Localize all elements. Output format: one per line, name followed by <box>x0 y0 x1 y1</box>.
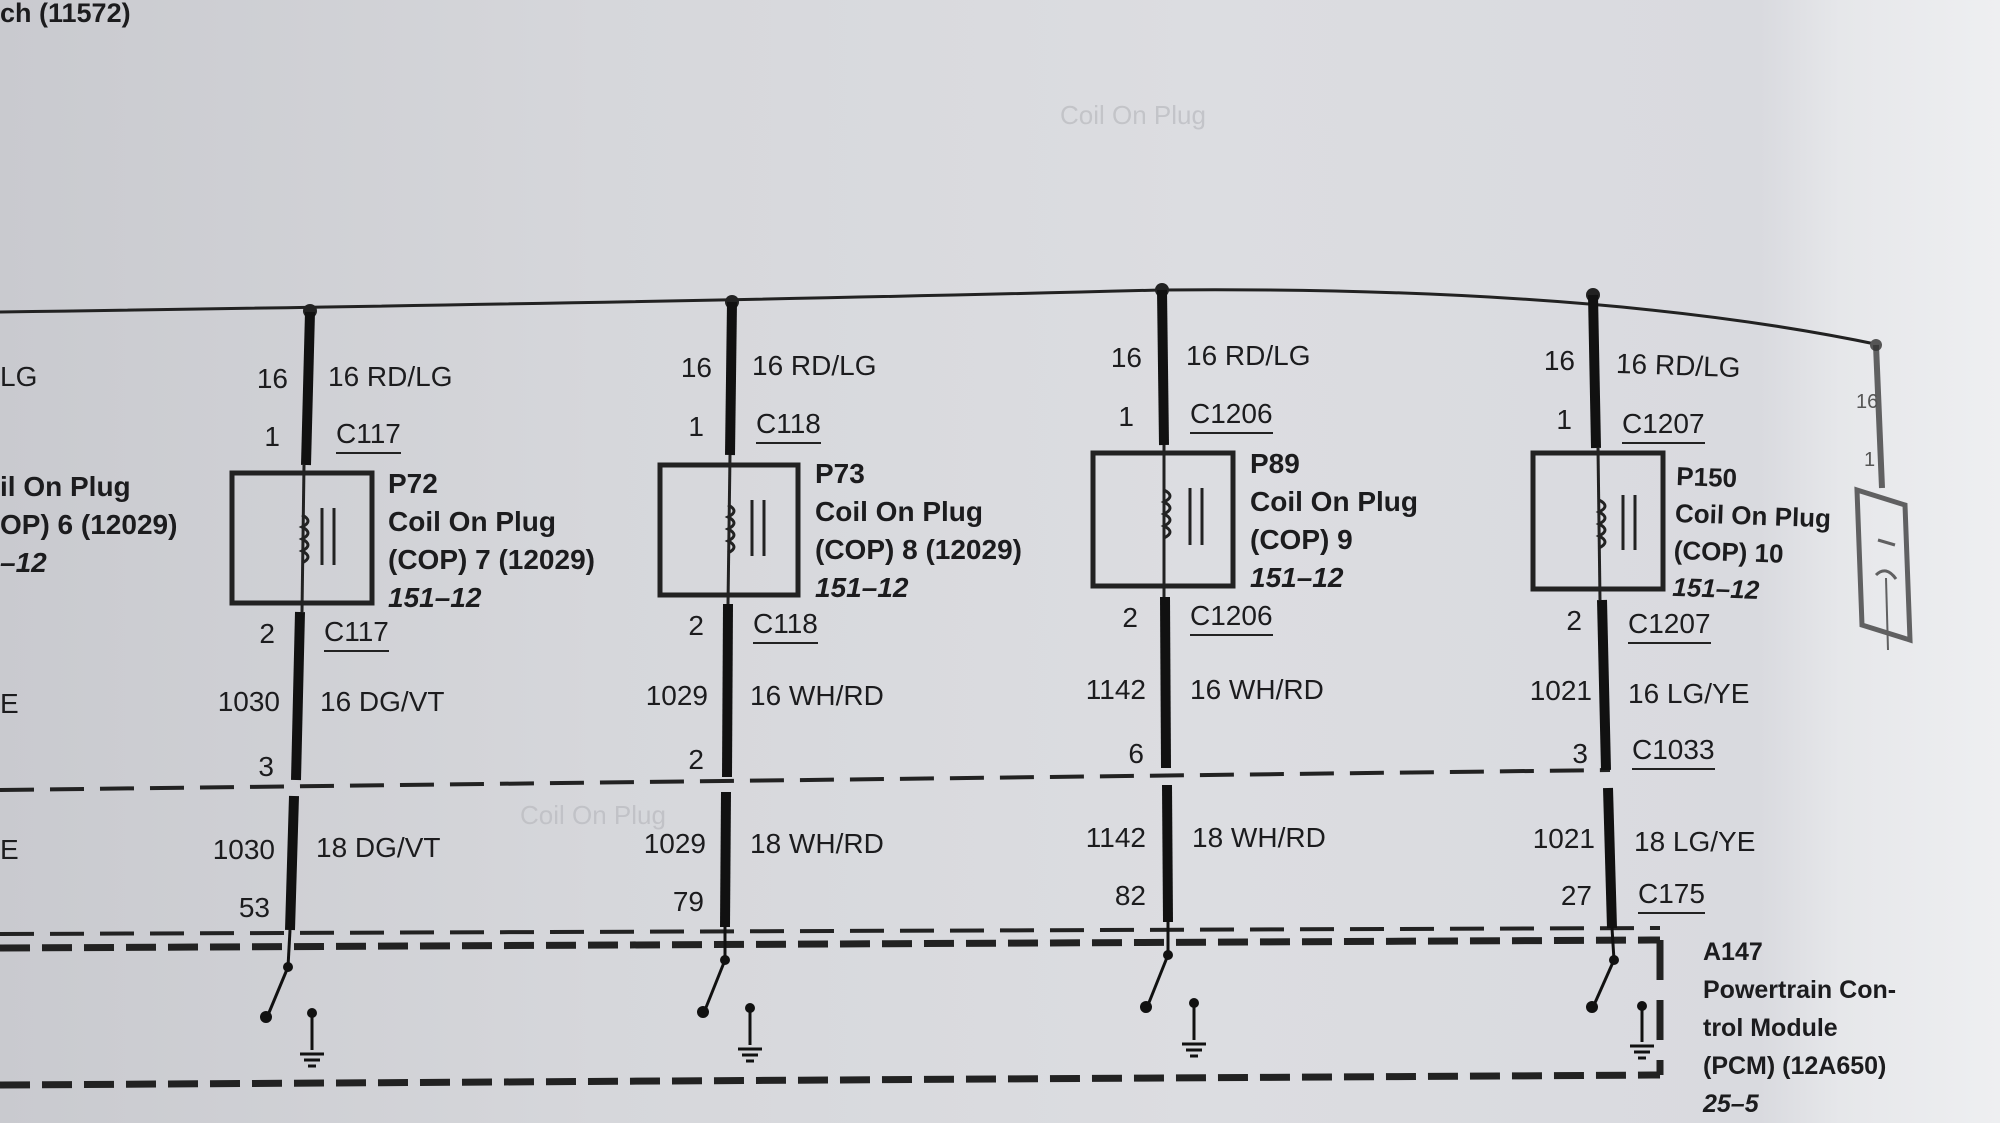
pin-number: 2 <box>688 744 704 775</box>
partial-circuit-number: 16 <box>1856 391 1879 413</box>
circuit-number: 1142 <box>1085 674 1146 705</box>
pin-number: 3 <box>1572 738 1588 769</box>
circuit-number: 16 <box>680 352 712 383</box>
connector-label: C117 <box>336 420 401 454</box>
page-reference: 151–12 <box>1250 562 1344 593</box>
coil-p73-label: P73 Coil On Plug (COP) 8 (12029) 151–12 <box>815 455 1022 607</box>
pcm-name-line3: (PCM) (12A650) <box>1703 1052 1887 1080</box>
connector-label: C117 <box>324 618 389 652</box>
pin-number: 2 <box>259 618 275 649</box>
pin-number: 82 <box>1114 880 1146 911</box>
pcm-label: A147 Powertrain Con- trol Module (PCM) (… <box>1703 933 1896 1123</box>
connector-label: C1033 <box>1632 736 1715 770</box>
circuit-number: 16 <box>1110 342 1142 373</box>
wire-color-label: 18 WH/RD <box>1192 822 1326 853</box>
wire-color-label: 16 RD/LG <box>328 361 453 392</box>
circuit-number: 16 <box>256 363 288 394</box>
wire-color-label: 16 LG/YE <box>1628 678 1750 709</box>
connector-label: C1207 <box>1628 610 1711 644</box>
partial-coil-6-name: il On Plug <box>0 471 131 502</box>
pin-number: 2 <box>1566 605 1582 636</box>
pin-number: 2 <box>688 610 704 641</box>
pin-number: 1 <box>688 411 704 442</box>
page-reference: 151–12 <box>815 572 909 603</box>
coil-p89-label: P89 Coil On Plug (COP) 9 151–12 <box>1250 445 1418 597</box>
pin-number: 3 <box>258 751 274 782</box>
pin-number: 1 <box>1118 401 1134 432</box>
pin-number: 2 <box>1122 602 1138 633</box>
component-designation: (COP) 7 (12029) <box>388 544 595 575</box>
connector-label: C1206 <box>1190 400 1273 434</box>
coil-p73-symbol <box>657 301 801 1063</box>
component-ref: P72 <box>388 468 438 499</box>
partial-coil-6-designation: OP) 6 (12029) <box>0 509 178 540</box>
partial-page-title: ch (11572) <box>0 0 131 28</box>
circuit-number: 1142 <box>1085 822 1146 853</box>
circuit-number: 1029 <box>645 680 708 711</box>
circuit-number: 1021 <box>1532 823 1595 854</box>
circuit-number: 1029 <box>643 828 706 859</box>
wire-color-label: 16 DG/VT <box>320 686 445 717</box>
pin-number: 1 <box>1556 404 1572 435</box>
partial-coil-6-label: il On Plug OP) 6 (12029) –12 <box>0 468 177 582</box>
component-name: Coil On Plug <box>1250 486 1418 517</box>
component-name: Coil On Plug <box>815 496 983 527</box>
partial-wire-label: LG <box>0 361 38 392</box>
page-reference: 151–12 <box>1671 571 1760 605</box>
partial-wire-label-mid: E <box>0 688 19 719</box>
pcm-name-line1: Powertrain Con- <box>1703 976 1897 1004</box>
wire-color-label: 16 WH/RD <box>750 680 884 711</box>
component-ref: P89 <box>1250 448 1300 479</box>
connector-label: C1207 <box>1622 410 1705 444</box>
circuit-number: 16 <box>1543 345 1575 376</box>
pin-number: 1 <box>264 421 280 452</box>
connector-label: C1206 <box>1190 602 1273 636</box>
connector-label: C118 <box>753 610 818 644</box>
component-name: Coil On Plug <box>388 506 556 537</box>
pin-number: 79 <box>672 886 704 917</box>
component-ref: P73 <box>815 458 865 489</box>
wire-color-label: 16 WH/RD <box>1190 674 1324 705</box>
component-name: Coil On Plug <box>1674 497 1832 534</box>
pin-number: 6 <box>1128 738 1144 769</box>
circuit-number: 1030 <box>212 834 275 865</box>
coil-p150-symbol <box>1530 294 1666 1060</box>
coil-p150-label: P150 Coil On Plug (COP) 10 151–12 <box>1672 458 1833 611</box>
circuit-number: 1030 <box>217 686 280 717</box>
wire-color-label: 18 LG/YE <box>1634 826 1756 857</box>
wire-color-label: 18 DG/VT <box>316 832 441 863</box>
coil-p72-symbol <box>229 311 375 1068</box>
partial-pin-number: 1 <box>1864 449 1876 471</box>
pin-number: 27 <box>1560 880 1592 911</box>
wire-color-label: 18 WH/RD <box>750 828 884 859</box>
component-designation: (COP) 10 <box>1673 534 1785 569</box>
pin-number: 53 <box>238 892 270 923</box>
wire-color-label: 16 RD/LG <box>1186 340 1311 371</box>
pcm-ref: A147 <box>1703 938 1763 966</box>
page-reference: 151–12 <box>388 582 482 613</box>
coil-p72-label: P72 Coil On Plug (COP) 7 (12029) 151–12 <box>388 465 595 617</box>
connector-label: C118 <box>756 410 821 444</box>
wire-color-label: 16 RD/LG <box>1615 347 1742 384</box>
partial-wire-label-low: E <box>0 834 19 865</box>
partial-capacitor-symbol <box>1854 344 1913 651</box>
pcm-name-line2: trol Module <box>1703 1014 1838 1042</box>
pcm-page-reference: 25–5 <box>1703 1090 1759 1118</box>
wire-color-label: 16 RD/LG <box>752 350 877 381</box>
partial-coil-6-pageref: –12 <box>0 547 47 578</box>
connector-label: C175 <box>1638 880 1705 914</box>
component-designation: (COP) 8 (12029) <box>815 534 1022 565</box>
coil-p89-symbol <box>1090 289 1236 1058</box>
component-designation: (COP) 9 <box>1250 524 1353 555</box>
circuit-number: 1021 <box>1529 675 1592 706</box>
component-ref: P150 <box>1675 460 1738 494</box>
